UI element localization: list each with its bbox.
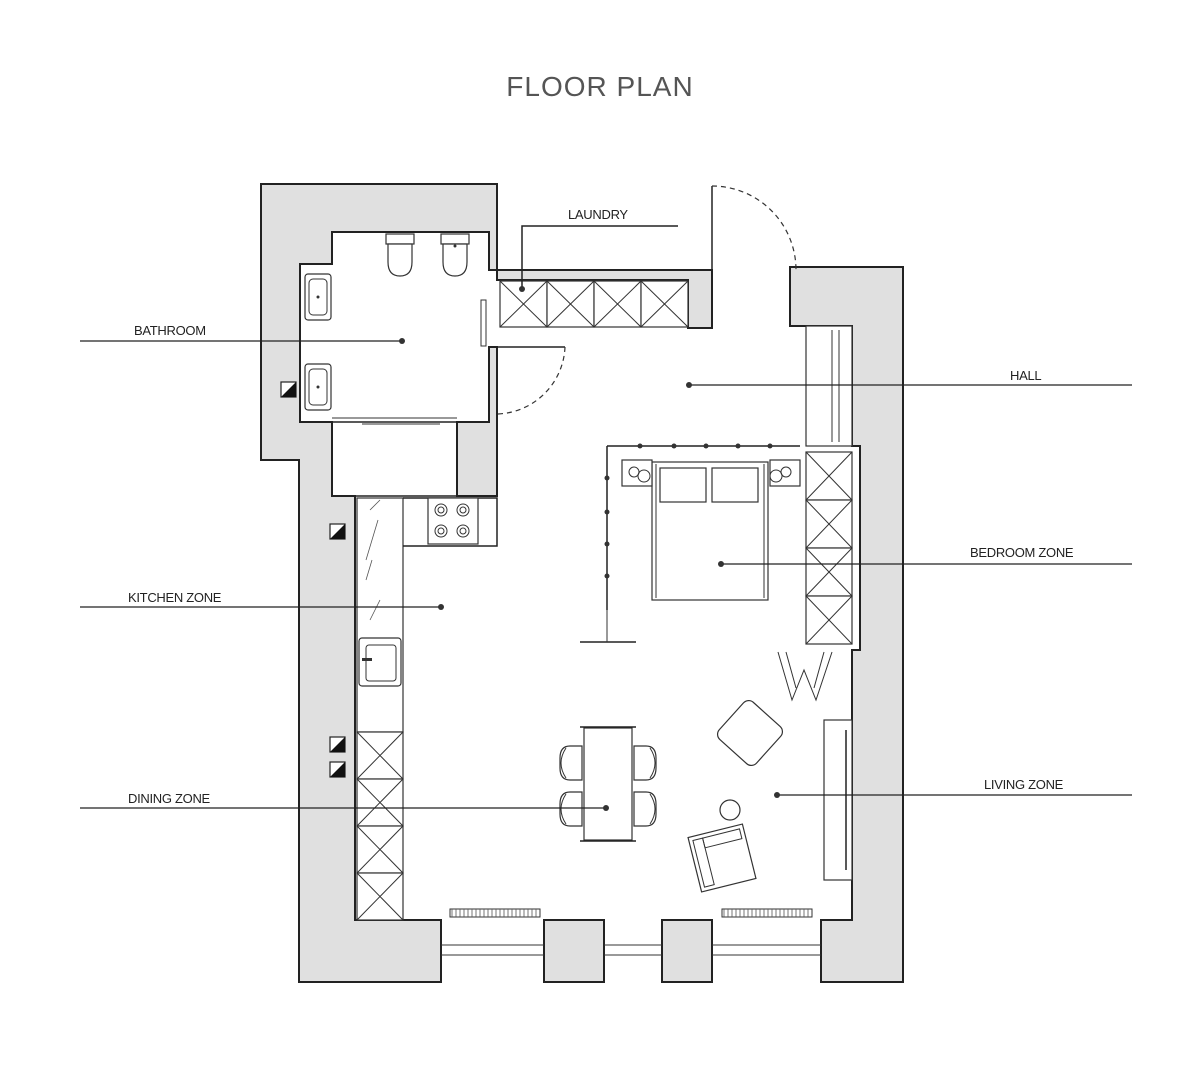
dining-zone: [559, 726, 657, 842]
chair-1: [559, 745, 583, 781]
cooktop: [427, 497, 479, 545]
armchair: [687, 823, 757, 893]
window-pier-2: [661, 919, 713, 983]
dining-table: [583, 727, 633, 841]
label-kitchen: KITCHEN ZONE: [128, 590, 222, 605]
side-table: [719, 799, 741, 821]
chair-2: [559, 791, 583, 827]
window-pier-1: [543, 919, 605, 983]
kitchen-tall-cabinets: [356, 731, 404, 921]
tv-cabinet: [823, 719, 853, 881]
label-bedroom: BEDROOM ZONE: [970, 545, 1074, 560]
toilet: [387, 243, 413, 277]
bathroom-inner-wall: [456, 346, 498, 497]
pillow-left: [659, 467, 707, 503]
radiators: [449, 908, 813, 918]
label-hall: HALL: [1010, 368, 1041, 383]
chair-3: [633, 745, 657, 781]
hall-cabinet: [805, 325, 853, 447]
label-laundry: LAUNDRY: [568, 207, 628, 222]
kitchen-counter: [356, 497, 404, 733]
ottoman: [716, 699, 784, 767]
bidet-back: [440, 233, 470, 245]
label-dining: DINING ZONE: [128, 791, 211, 806]
electrical-symbols: [280, 381, 346, 778]
electrical-switch-icon: [329, 761, 346, 778]
bedroom: [580, 443, 801, 643]
chair-4: [633, 791, 657, 827]
nightstand-left: [621, 459, 653, 487]
toilet-tank: [385, 233, 415, 245]
annotations: LAUNDRY BATHROOM HALL BEDROOM ZONE KITCH…: [80, 207, 1132, 811]
bidet: [442, 243, 468, 277]
windows: [441, 944, 821, 956]
living-zone: [687, 651, 853, 893]
electrical-switch-icon: [329, 523, 346, 540]
kitchen: [356, 497, 498, 921]
wardrobe: [805, 451, 853, 645]
interior-lines: [332, 185, 853, 956]
label-living: LIVING ZONE: [984, 777, 1064, 792]
laundry-cabinets: [499, 280, 689, 328]
walls: [260, 183, 904, 983]
label-bathroom: BATHROOM: [134, 323, 206, 338]
laundry-leader: [521, 225, 678, 289]
electrical-switch-icon: [280, 381, 297, 398]
page-title: FLOOR PLAN: [506, 71, 693, 102]
electrical-switch-icon: [329, 736, 346, 753]
kitchen-sink: [358, 637, 402, 687]
bathroom-fixtures: [304, 233, 487, 425]
pillow-right: [711, 467, 759, 503]
